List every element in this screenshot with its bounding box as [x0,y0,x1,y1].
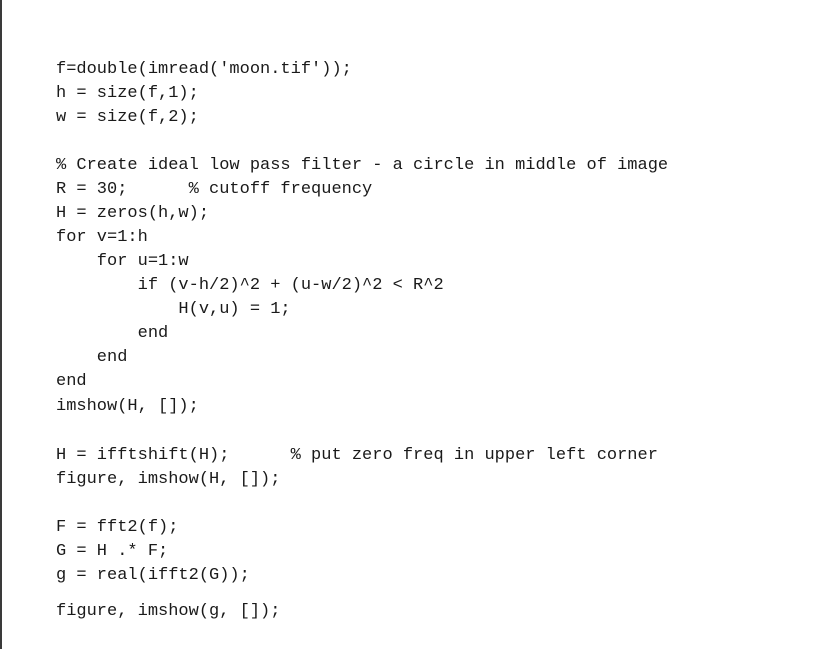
code-line-11: end [56,324,169,343]
code-line-9: if (v-h/2)^2 + (u-w/2)^2 < R^2 [56,276,444,295]
code-line-13: end [56,372,87,391]
code-line-2: h = size(f,1); [56,84,199,103]
code-line-7: for v=1:h [56,228,148,247]
code-line-8: for u=1:w [56,252,189,271]
code-line-14: imshow(H, []); [56,397,199,416]
code-line-6: H = zeros(h,w); [56,204,210,223]
code-line-15: H = ifftshift(H); % put zero freq in upp… [56,446,658,465]
code-line-10: H(v,u) = 1; [56,300,291,319]
code-line-1: f=double(imread('moon.tif')); [56,60,352,79]
code-line-17: F = fft2(f); [56,518,179,537]
code-line-3: w = size(f,2); [56,108,199,127]
code-line-12: end [56,348,128,367]
code-line-16: figure, imshow(H, []); [56,470,281,489]
code-line-19: g = real(ifft2(G)); [56,566,250,585]
code-comment-line: % Create ideal low pass filter - a circl… [56,156,669,175]
code-line-5: R = 30; % cutoff frequency [56,180,373,199]
code-line-20: figure, imshow(g, []); [56,602,281,621]
code-line-18: G = H .* F; [56,542,169,561]
